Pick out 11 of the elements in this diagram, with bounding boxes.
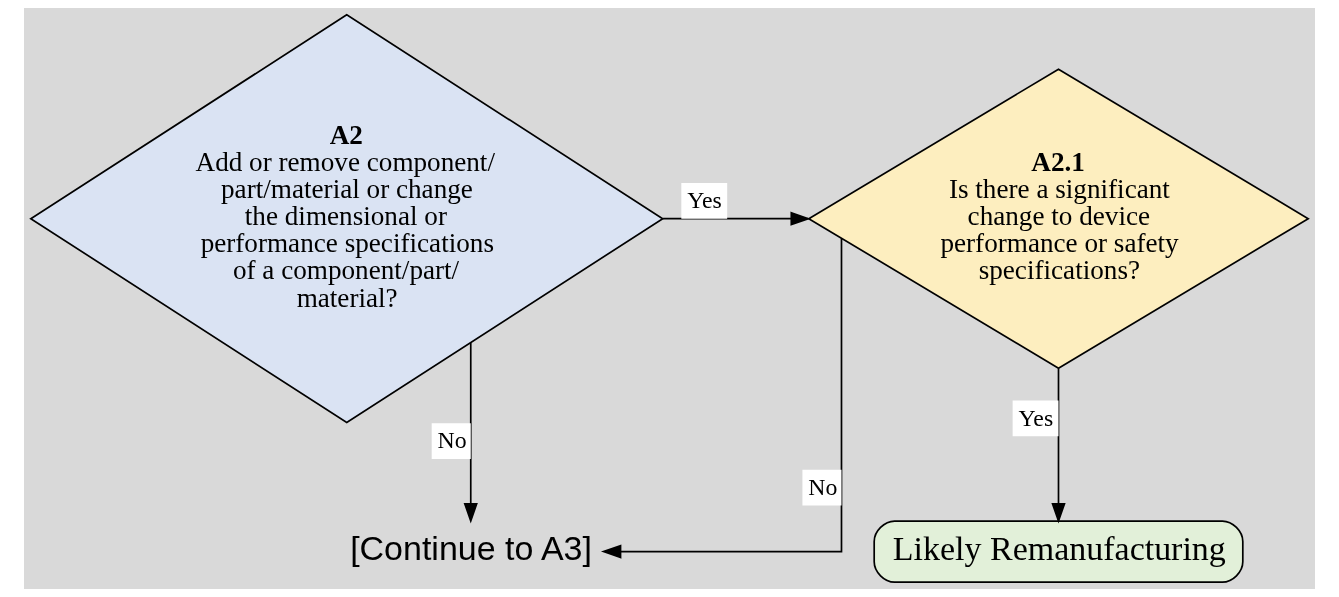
arrow bbox=[463, 341, 478, 524]
node-diamond: A2.1 Is there a significant change to device performance or safety specifications? bbox=[807, 68, 1310, 370]
node-box: Likely Remanufacturing bbox=[873, 520, 1244, 584]
node-diamond: A2 Add or remove component/ part/material or change the dimensional or performance specifications of a component/part/ material? bbox=[29, 13, 665, 424]
edge-label: No bbox=[437, 427, 467, 454]
node-text: [Continue to A3] bbox=[350, 529, 592, 568]
edge-label: No bbox=[808, 473, 838, 500]
arrow bbox=[662, 211, 811, 226]
arrow bbox=[1051, 367, 1066, 524]
edge-label: Yes bbox=[687, 186, 722, 213]
edge-label: Yes bbox=[1018, 404, 1054, 431]
